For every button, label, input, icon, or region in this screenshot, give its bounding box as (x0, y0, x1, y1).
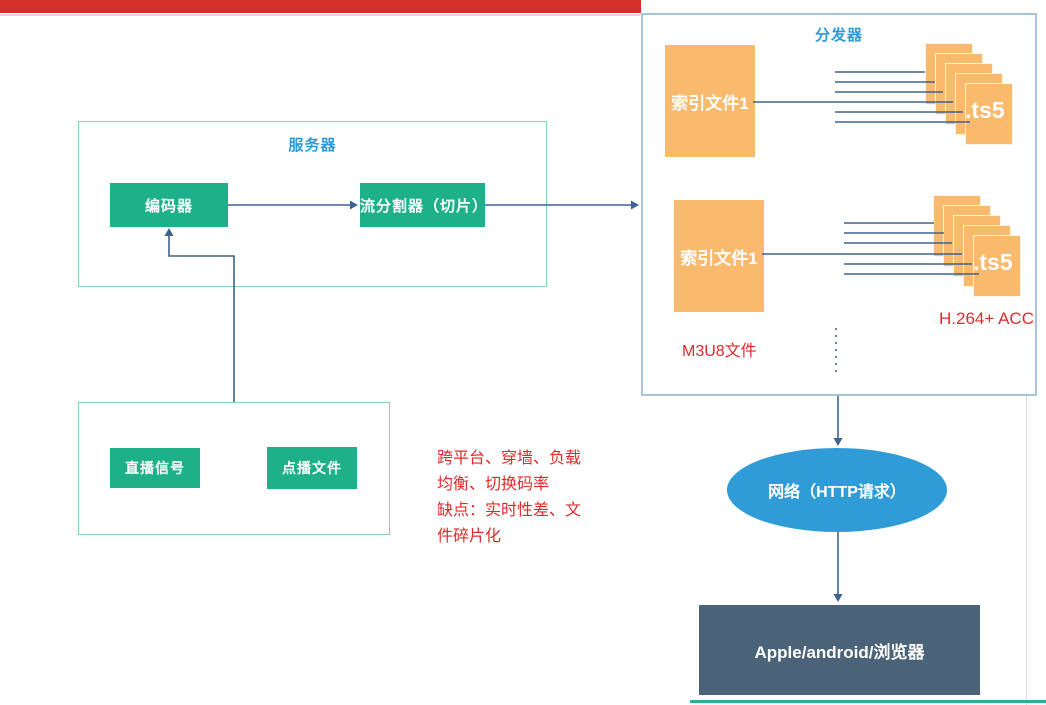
ts-page-icon (973, 235, 1021, 297)
note-line-3: 缺点：实时性差、文 (437, 502, 582, 519)
note-line-1: 跨平台、穿墙、负载 (437, 450, 582, 467)
client-node: Apple/android/浏览器 (699, 605, 980, 695)
ts-stack-label-1: .ts5 (965, 97, 1005, 123)
distributor-title: 分发器 (814, 27, 863, 44)
codec-label: H.264+ ACC (939, 309, 1034, 328)
network-node: 网络（HTTP请求） (727, 448, 947, 532)
ts-stack-label-2: .ts5 (973, 249, 1013, 275)
stream-splitter-node: 流分割器（切片） (360, 183, 487, 227)
live-signal-node: 直播信号 (110, 448, 200, 488)
note-line-4: 件碎片化 (437, 528, 502, 545)
m3u8-label: M3U8文件 (682, 343, 757, 360)
ts-file-stack-1: .ts5 (925, 43, 1013, 145)
top-hairline (0, 14, 640, 16)
vod-file-node: 点播文件 (267, 447, 357, 489)
encoder-node: 编码器 (110, 183, 228, 227)
note-line-2: 均衡、切换码率 (437, 476, 550, 493)
server-title: 服务器 (288, 137, 337, 154)
index-file-box-2: 索引文件1 (674, 200, 764, 312)
top-progress-bar (0, 0, 641, 13)
index-file-box-1: 索引文件1 (665, 45, 755, 157)
ts-file-stack-2: .ts5 (933, 195, 1021, 297)
pros-cons-note: 跨平台、穿墙、负载 均衡、切换码率 缺点：实时性差、文 件碎片化 (437, 446, 581, 550)
ts-page-icon (965, 83, 1013, 145)
arrow-distributor-to-network (833, 396, 843, 446)
bottom-teal-line (690, 700, 1046, 703)
right-hairline (1026, 396, 1027, 705)
distributor-container: 分发器 索引文件1 .ts5 索引文件1 .ts5 M3U8文件 H.264+ … (641, 13, 1037, 396)
arrow-network-to-client (833, 532, 843, 602)
